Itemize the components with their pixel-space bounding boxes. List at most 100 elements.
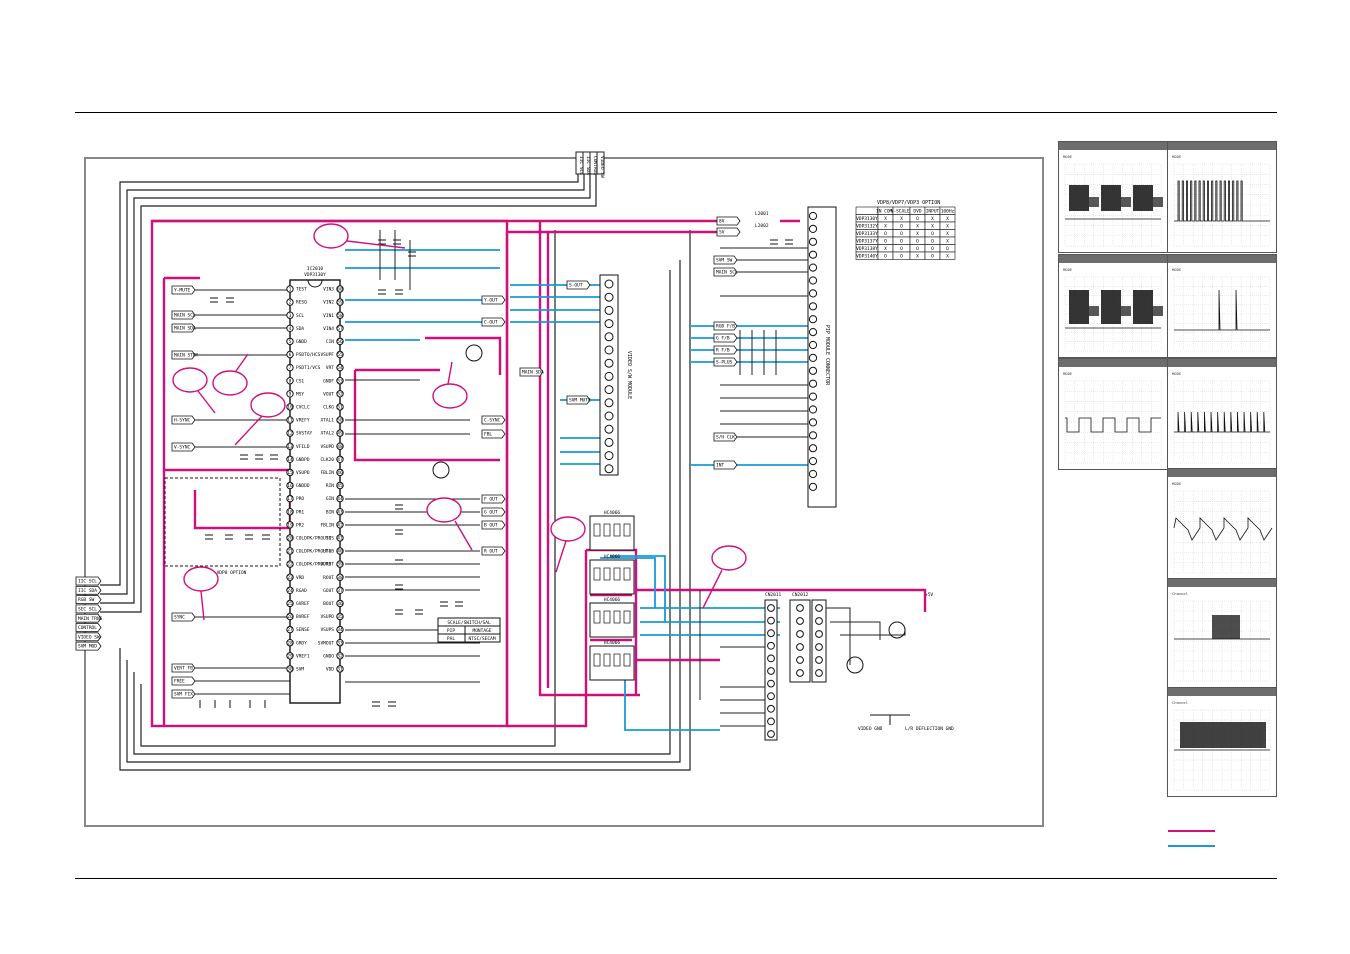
waveform-panel: MODE bbox=[1058, 358, 1168, 470]
connector-pin bbox=[767, 679, 775, 688]
supply-label: +5V bbox=[925, 592, 933, 598]
option-table-cell: O bbox=[931, 246, 934, 252]
svg-text:MAIN STBY: MAIN STBY bbox=[174, 353, 199, 359]
svg-text:PRO: PRO bbox=[296, 496, 304, 502]
waveform-title: Channel bbox=[1172, 591, 1188, 596]
switch-box: SCALE/SWITCH/SAL PIP MONTAGE PAL NTSC/SE… bbox=[437, 617, 501, 643]
svg-text:MAIN SCL: MAIN SCL bbox=[174, 313, 196, 319]
signal-label: C-SYNC bbox=[481, 415, 506, 425]
svg-text:9: 9 bbox=[289, 391, 292, 397]
component-symbols bbox=[199, 239, 793, 708]
waveform-header bbox=[1059, 359, 1167, 367]
svg-text:6: 6 bbox=[289, 352, 292, 358]
module-pin bbox=[604, 398, 614, 408]
signal-label: B OUT bbox=[481, 520, 506, 530]
svg-text:RIN: RIN bbox=[326, 483, 334, 489]
svg-text:58: 58 bbox=[337, 313, 343, 319]
legend-blue-line bbox=[1168, 845, 1215, 847]
signal-label: SVM MUTE bbox=[566, 395, 591, 405]
schematic-frame bbox=[84, 157, 1044, 827]
video-sw-module: VIDEO S/W MODULE bbox=[599, 274, 632, 476]
blue-paths bbox=[345, 249, 810, 731]
svg-text:33: 33 bbox=[337, 640, 343, 646]
top-connector-label: IIC SCL bbox=[578, 156, 584, 175]
waveform-title: MODE bbox=[1172, 481, 1182, 486]
option-table-cell: O bbox=[884, 231, 887, 237]
module-pin bbox=[604, 292, 614, 302]
svg-text:7: 7 bbox=[289, 365, 292, 371]
option-table-cell: X bbox=[900, 216, 903, 222]
waveform-header bbox=[1168, 688, 1276, 696]
module-pin bbox=[604, 451, 614, 461]
connector-pin bbox=[767, 616, 775, 625]
signal-label: IIC SCL bbox=[75, 576, 102, 586]
signal-label: SYNC bbox=[171, 612, 196, 622]
svg-text:S/H CLK: S/H CLK bbox=[716, 435, 735, 441]
svg-text:VREF1: VREF1 bbox=[296, 653, 310, 659]
signal-label: V-SYNC bbox=[171, 442, 196, 452]
ic-right-pins: 60VIN359VIN258VIN157VIN456CIN55VSUPF54VR… bbox=[318, 285, 344, 673]
switch-box-cell: PAL bbox=[447, 636, 455, 642]
module-pin bbox=[604, 305, 614, 315]
signal-label: S-OUT bbox=[566, 280, 591, 290]
signal-label: G OUT bbox=[481, 507, 506, 517]
signal-label: MAIN SDA bbox=[519, 367, 544, 377]
svg-text:F OUT: F OUT bbox=[484, 497, 498, 503]
svg-text:COLDPK/PROUT4: COLDPK/PROUT4 bbox=[296, 549, 332, 555]
svg-text:S-OUT: S-OUT bbox=[569, 283, 583, 289]
option-table-cell: X bbox=[916, 223, 919, 229]
svg-text:SENSE: SENSE bbox=[296, 627, 310, 633]
option-table-cell: X bbox=[946, 216, 949, 222]
option-table-cell: VDP3133Y bbox=[856, 231, 878, 237]
svg-text:MAIN SDA: MAIN SDA bbox=[174, 326, 196, 332]
svg-text:23: 23 bbox=[287, 575, 293, 581]
svg-text:V-SYNC: V-SYNC bbox=[174, 445, 191, 451]
svg-text:S-PLUS: S-PLUS bbox=[716, 360, 733, 366]
svg-text:28: 28 bbox=[287, 640, 293, 646]
svg-text:55: 55 bbox=[337, 352, 343, 358]
option-table-cell: V-SCALER bbox=[891, 208, 913, 214]
waveform-title: MODE bbox=[1172, 267, 1182, 272]
signal-label: SVM FIX bbox=[171, 689, 196, 699]
signal-label: G F/B bbox=[713, 333, 738, 343]
svg-text:40: 40 bbox=[337, 549, 343, 555]
svg-text:BIN: BIN bbox=[326, 509, 334, 515]
connector-pin bbox=[767, 604, 775, 612]
bottom-connector: CN2011 CN2012 VIDEO GND L/R DEFLECTION G… bbox=[764, 592, 954, 741]
switch-ic: HC4066 bbox=[589, 640, 635, 681]
module-pin bbox=[808, 224, 818, 233]
option-table-cell: O bbox=[900, 253, 903, 259]
waveform-title: Channel bbox=[1172, 700, 1188, 705]
svg-text:VDD: VDD bbox=[326, 667, 334, 673]
option-table-cell: INPUT bbox=[926, 208, 940, 214]
svg-text:VIN2: VIN2 bbox=[323, 300, 334, 306]
svg-text:B OUT: B OUT bbox=[484, 523, 498, 529]
signal-label: SEC SCL bbox=[75, 604, 102, 614]
svg-text:11: 11 bbox=[287, 418, 293, 424]
svg-text:10: 10 bbox=[287, 405, 293, 411]
svg-text:G F/B: G F/B bbox=[716, 336, 730, 342]
svg-text:26: 26 bbox=[287, 614, 293, 620]
svg-text:IIC SCL: IIC SCL bbox=[78, 579, 97, 585]
svg-text:IIC SDA: IIC SDA bbox=[78, 588, 97, 594]
switch-box-cell: PIP bbox=[447, 628, 455, 634]
option-table-cell: VDP3137Y bbox=[856, 238, 878, 244]
svg-text:51: 51 bbox=[337, 405, 343, 411]
svg-text:G OUT: G OUT bbox=[484, 510, 498, 516]
svg-text:ROUT: ROUT bbox=[323, 575, 334, 581]
svg-text:14: 14 bbox=[287, 457, 293, 463]
